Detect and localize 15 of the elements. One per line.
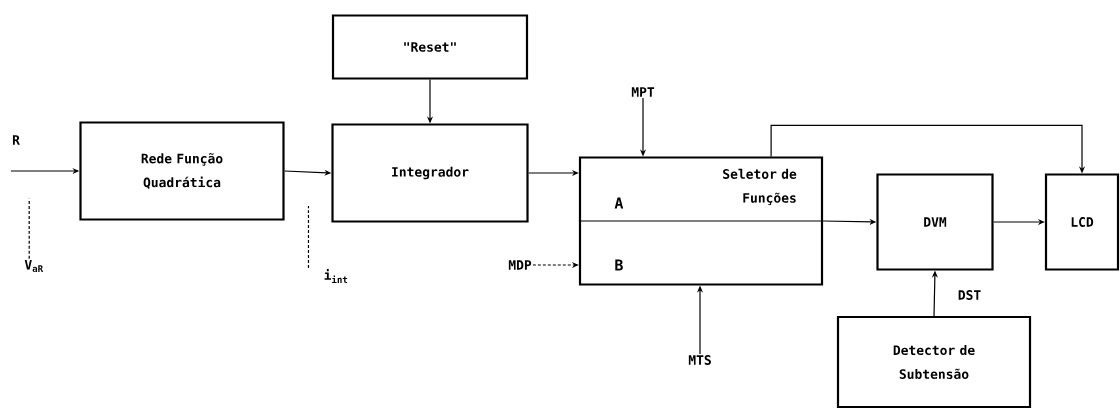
signal-label: MTS: [688, 355, 711, 365]
signal-label: MDP: [508, 260, 532, 270]
signal-label: MPT: [631, 87, 655, 97]
signal-label: R: [12, 135, 20, 145]
lcd-box: LCD: [1044, 173, 1120, 271]
dvm-box: DVM: [876, 173, 994, 271]
function-box: Rede Função Quadrática: [79, 121, 285, 221]
signal-label: i$_{int}$: [324, 269, 348, 283]
edge-label: DST: [956, 289, 983, 301]
signal-label: V$_{aR}$: [24, 260, 44, 273]
port-label: A: [614, 197, 624, 209]
port-label: B: [615, 259, 623, 271]
reset-box: "Reset": [331, 14, 529, 80]
integrator-box: Integrador: [331, 123, 529, 223]
detector-box: Detector de Subtensão: [836, 315, 1032, 409]
